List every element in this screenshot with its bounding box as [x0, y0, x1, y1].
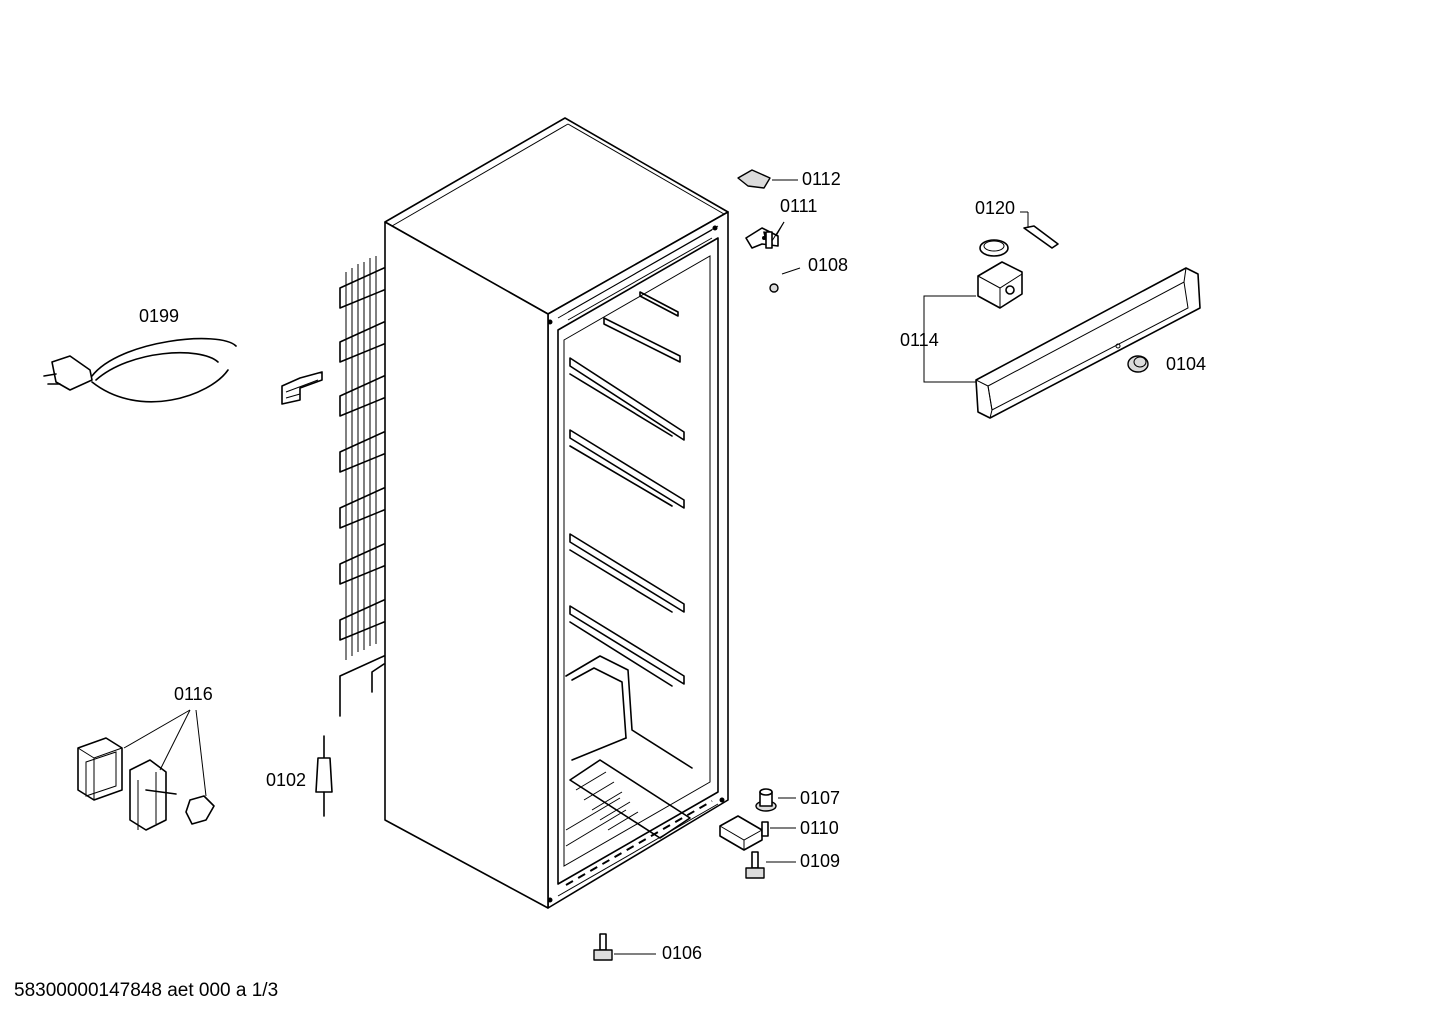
- label-0110: 0110: [800, 818, 839, 838]
- part-0199-mains-cable: [43, 337, 237, 403]
- compressor-step: [565, 655, 693, 847]
- label-0114: 0114: [900, 330, 939, 350]
- part-0106-screw: [593, 933, 656, 961]
- label-0112: 0112: [802, 169, 841, 189]
- label-0111: 0111: [780, 196, 817, 216]
- shelf-rails: [569, 291, 685, 687]
- part-0114-control-panel: [923, 239, 1201, 419]
- condenser-coil: [339, 256, 385, 717]
- part-0120-lamp: [1020, 211, 1059, 249]
- side-bracket: [281, 371, 323, 405]
- part-0102-filter-drier: [315, 735, 333, 817]
- part-0104-knob: [1127, 355, 1149, 373]
- label-0106: 0106: [662, 943, 702, 963]
- label-0108: 0108: [808, 255, 848, 275]
- part-0110-lower-hinge: [719, 815, 796, 851]
- freezer-cabinet: [281, 117, 729, 909]
- label-0109: 0109: [800, 851, 840, 871]
- part-0111-hinge-bracket: [745, 221, 785, 249]
- label-0199: 0199: [139, 306, 179, 326]
- part-0116-relay-kit: [77, 709, 215, 831]
- part-0107-foot: [755, 788, 796, 812]
- part-0109-screw: [745, 851, 796, 879]
- label-0104: 0104: [1166, 354, 1206, 374]
- label-0116: 0116: [174, 684, 213, 704]
- label-0102: 0102: [266, 770, 306, 790]
- label-0120: 0120: [975, 198, 1015, 218]
- part-0112-cap: [737, 169, 798, 189]
- drawing-id: 58300000147848 aet 000 a 1/3: [14, 980, 279, 1001]
- part-0108-pin: [765, 231, 801, 293]
- label-0107: 0107: [800, 788, 840, 808]
